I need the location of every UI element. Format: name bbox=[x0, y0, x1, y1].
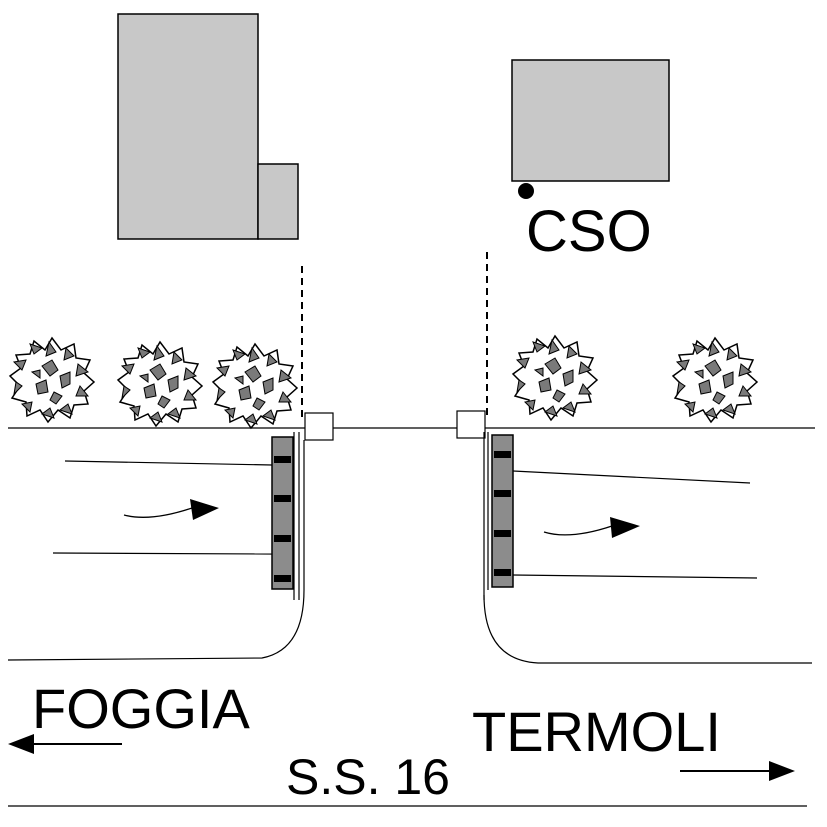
flow-arrow-icon bbox=[543, 517, 640, 538]
building-right bbox=[511, 59, 670, 182]
side-road-right-edge bbox=[483, 432, 812, 664]
flow-lines-right bbox=[512, 470, 758, 579]
arrow-left-icon bbox=[8, 734, 122, 754]
flow-lines-left bbox=[52, 460, 273, 555]
building-left bbox=[117, 13, 299, 240]
flow-arrow-icon bbox=[123, 499, 219, 520]
drain-grate-left bbox=[271, 436, 294, 590]
tree-icon bbox=[212, 343, 298, 429]
cso-label: CSO bbox=[526, 199, 652, 264]
drain-grate-right bbox=[491, 434, 514, 588]
manhole-left bbox=[304, 412, 334, 441]
manhole-right bbox=[456, 410, 486, 439]
arrow-right-icon bbox=[680, 761, 795, 781]
side-road-left-edge bbox=[7, 432, 305, 661]
termoli-label: TERMOLI bbox=[472, 700, 721, 763]
cso-marker-dot-icon bbox=[518, 183, 534, 199]
foggia-label: FOGGIA bbox=[32, 677, 250, 740]
road-label: S.S. 16 bbox=[286, 749, 450, 805]
tree-icon bbox=[512, 335, 598, 421]
tree-icon bbox=[9, 337, 95, 423]
tree-icon bbox=[672, 337, 758, 423]
tree-icon bbox=[117, 341, 203, 427]
